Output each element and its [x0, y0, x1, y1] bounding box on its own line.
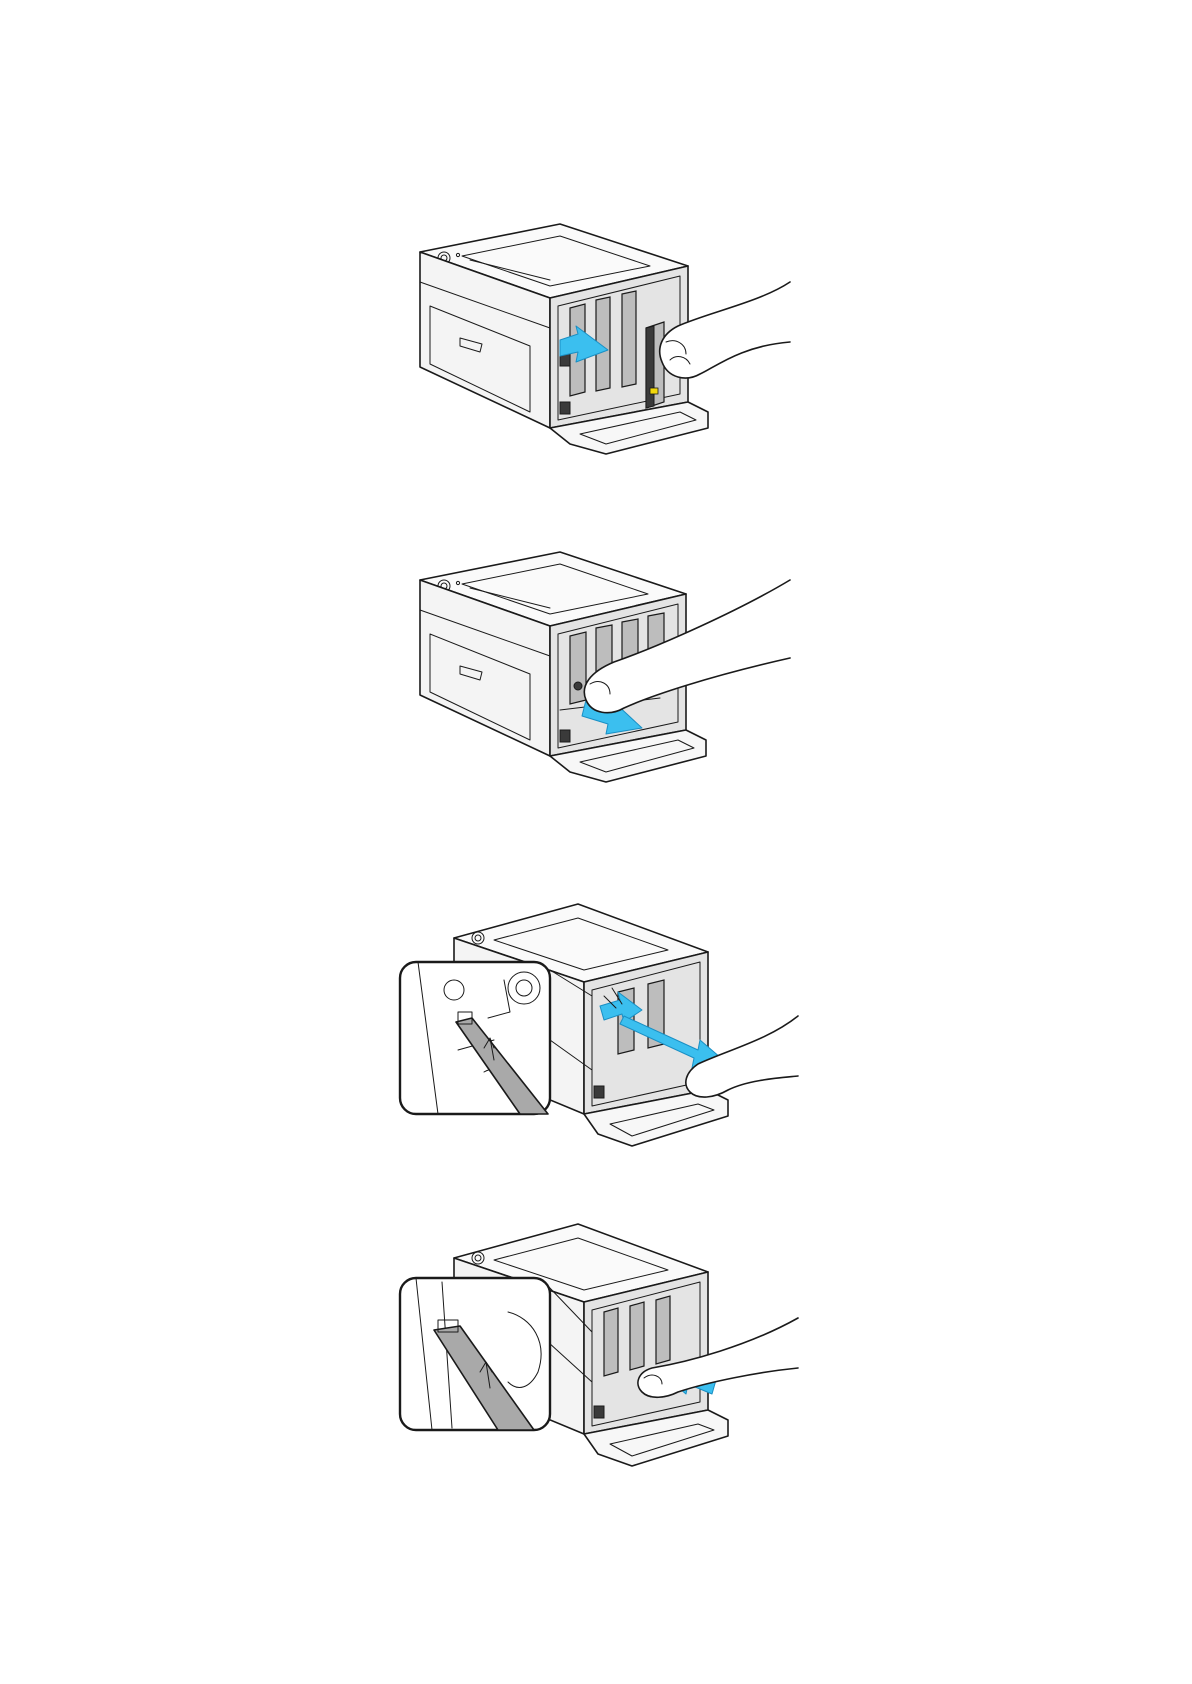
illustration-insert-cleaning-rod [398, 1222, 798, 1478]
illustration-clean-led-window [398, 900, 798, 1156]
illustration-pull-out-cleaning-rod [410, 550, 790, 800]
printer-remove-toner-cartridge-icon [410, 222, 790, 472]
printer-clean-led-window-icon [398, 900, 798, 1156]
printer-pull-out-cleaning-rod-icon [410, 550, 790, 800]
illustration-remove-toner-cartridge [410, 222, 790, 472]
printer-insert-cleaning-rod-icon [398, 1222, 798, 1478]
